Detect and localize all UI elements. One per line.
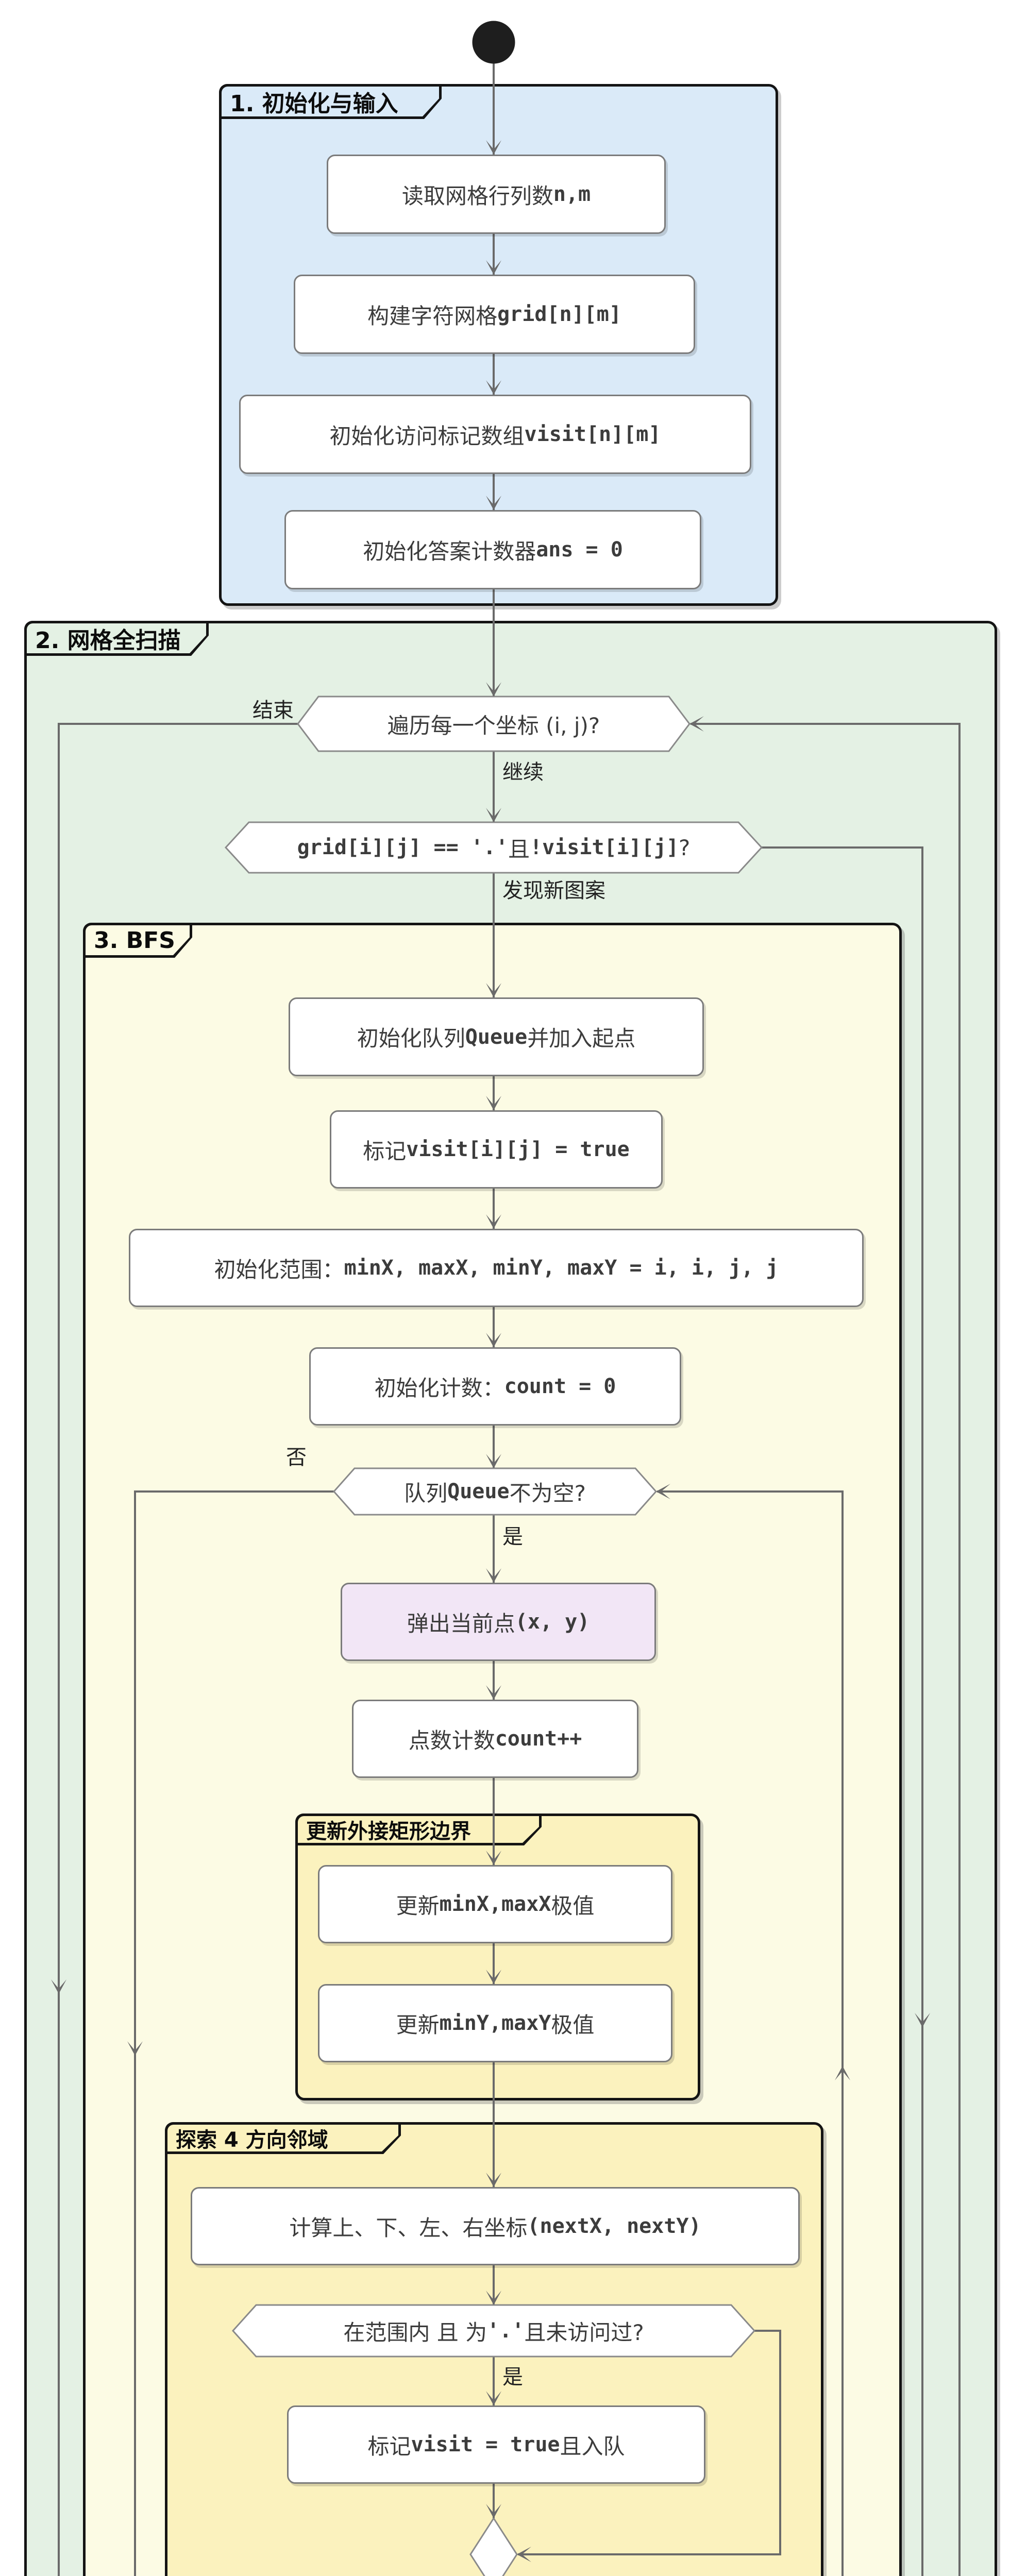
partition-scan-title: 2. 网格全扫描 xyxy=(27,623,206,653)
text: 弹出当前点 xyxy=(407,1611,515,1636)
activity-update-miny-maxy: 更新 minY,maxY 极值 xyxy=(318,1984,672,2062)
code-text: count++ xyxy=(495,1727,582,1751)
text: 点数计数 xyxy=(408,1727,495,1753)
activity-mark-and-enqueue: 标记 visit = true 且入队 xyxy=(287,2405,705,2484)
partition-explore-title: 探索 4 方向邻域 xyxy=(167,2125,398,2151)
activity-count-increment: 点数计数 count++ xyxy=(352,1700,638,1778)
text: 遍历每一个坐标 (i, j)? xyxy=(387,713,600,738)
start-node xyxy=(472,21,515,64)
activity-init-visit-array: 初始化访问标记数组 visit[n][m] xyxy=(239,395,751,474)
activity-init-range: 初始化范围：minX, maxX, minY, maxY = i, i, j, … xyxy=(129,1229,864,1307)
edge-label-neighbor-yes: 是 xyxy=(502,2365,523,2389)
partition-init-title: 1. 初始化与输入 xyxy=(222,87,439,116)
code-text: !visit[i][j] xyxy=(530,836,679,859)
code-text: grid[n][m] xyxy=(497,302,621,326)
decision-neighbor-label: 在范围内 且 为 '.' 且未访问过? xyxy=(233,2305,754,2357)
text: 初始化访问标记数组 xyxy=(329,423,525,449)
edge-label-continue: 继续 xyxy=(502,760,544,784)
text: ? xyxy=(679,835,691,860)
edge-label-queue-no: 否 xyxy=(286,1446,307,1469)
partition-init-tab: 1. 初始化与输入 xyxy=(219,84,442,119)
text: 极值 xyxy=(551,1893,595,1919)
text: 初始化答案计数器 xyxy=(363,538,536,564)
text: 且入队 xyxy=(560,2433,625,2459)
code-text: (nextX, nextY) xyxy=(527,2214,701,2238)
activity-pop-point: 弹出当前点 (x, y) xyxy=(341,1583,656,1661)
activity-update-minx-maxx: 更新 minX,maxX 极值 xyxy=(318,1865,672,1943)
text: 在范围内 且 为 xyxy=(343,2319,487,2345)
activity-mark-visit: 标记 visit[i][j] = true xyxy=(330,1110,663,1189)
edge-label-found-new: 发现新图案 xyxy=(502,879,605,903)
activity-calc-neighbors: 计算上、下、左、右坐标 (nextX, nextY) xyxy=(191,2187,800,2265)
activity-build-grid: 构建字符网格 grid[n][m] xyxy=(294,275,695,354)
text: 且未访问过? xyxy=(524,2319,644,2345)
text: 初始化计数： xyxy=(374,1375,504,1401)
activity-init-queue: 初始化队列 Queue 并加入起点 xyxy=(289,997,704,1076)
text: 更新 xyxy=(396,2012,440,2038)
edge-label-end-scan: 结束 xyxy=(252,699,294,722)
code-text: Queue xyxy=(447,1480,510,1503)
text: 队列 xyxy=(404,1480,448,1506)
code-text: ans = 0 xyxy=(536,538,623,562)
partition-bfs-title: 3. BFS xyxy=(86,925,190,955)
decision-iterate-label: 遍历每一个坐标 (i, j)? xyxy=(298,697,689,751)
code-text: visit[i][j] = true xyxy=(406,1138,630,1161)
code-text: minY,maxY xyxy=(439,2011,551,2035)
activity-init-count: 初始化计数：count = 0 xyxy=(309,1347,681,1426)
text: 标记 xyxy=(367,2433,411,2459)
code-text: visit = true xyxy=(411,2433,560,2456)
decision-check-cell-label: grid[i][j] == '.' 且 !visit[i][j]? xyxy=(226,822,762,873)
code-text: (x, y) xyxy=(515,1610,590,1634)
partition-bounds-tab: 更新外接矩形边界 xyxy=(295,1814,542,1845)
text: 并加入起点 xyxy=(527,1026,636,1051)
text: 构建字符网格 xyxy=(367,303,498,329)
activity-read-grid-size: 读取网格行列数 n,m xyxy=(327,155,666,234)
code-text: '.' xyxy=(487,2319,525,2343)
code-text: Queue xyxy=(465,1025,528,1049)
decision-queue-label: 队列 Queue 不为空? xyxy=(334,1468,656,1515)
code-text: count = 0 xyxy=(504,1375,616,1398)
code-text: minX,maxX xyxy=(439,1892,551,1916)
code-text: grid[i][j] == '.' xyxy=(297,836,509,859)
text: 不为空? xyxy=(509,1480,586,1506)
text: 标记 xyxy=(363,1138,407,1164)
activity-init-answer-counter: 初始化答案计数器 ans = 0 xyxy=(284,510,701,589)
text: 计算上、下、左、右坐标 xyxy=(289,2215,528,2241)
text: 更新 xyxy=(396,1893,440,1919)
text: 初始化范围： xyxy=(214,1257,344,1282)
code-text: minX, maxX, minY, maxY = i, i, j, j xyxy=(344,1256,779,1280)
text: 且 xyxy=(508,836,530,862)
code-text: n,m xyxy=(553,182,591,206)
partition-explore-tab: 探索 4 方向邻域 xyxy=(165,2122,401,2154)
text: 初始化队列 xyxy=(357,1026,465,1051)
partition-scan-tab: 2. 网格全扫描 xyxy=(24,621,209,656)
partition-bounds-title: 更新外接矩形边界 xyxy=(298,1816,539,1843)
code-text: visit[n][m] xyxy=(524,422,661,446)
partition-bfs-tab: 3. BFS xyxy=(83,923,192,958)
text: 极值 xyxy=(551,2012,595,2038)
edge-label-queue-yes: 是 xyxy=(502,1525,523,1549)
text: 读取网格行列数 xyxy=(401,183,553,209)
